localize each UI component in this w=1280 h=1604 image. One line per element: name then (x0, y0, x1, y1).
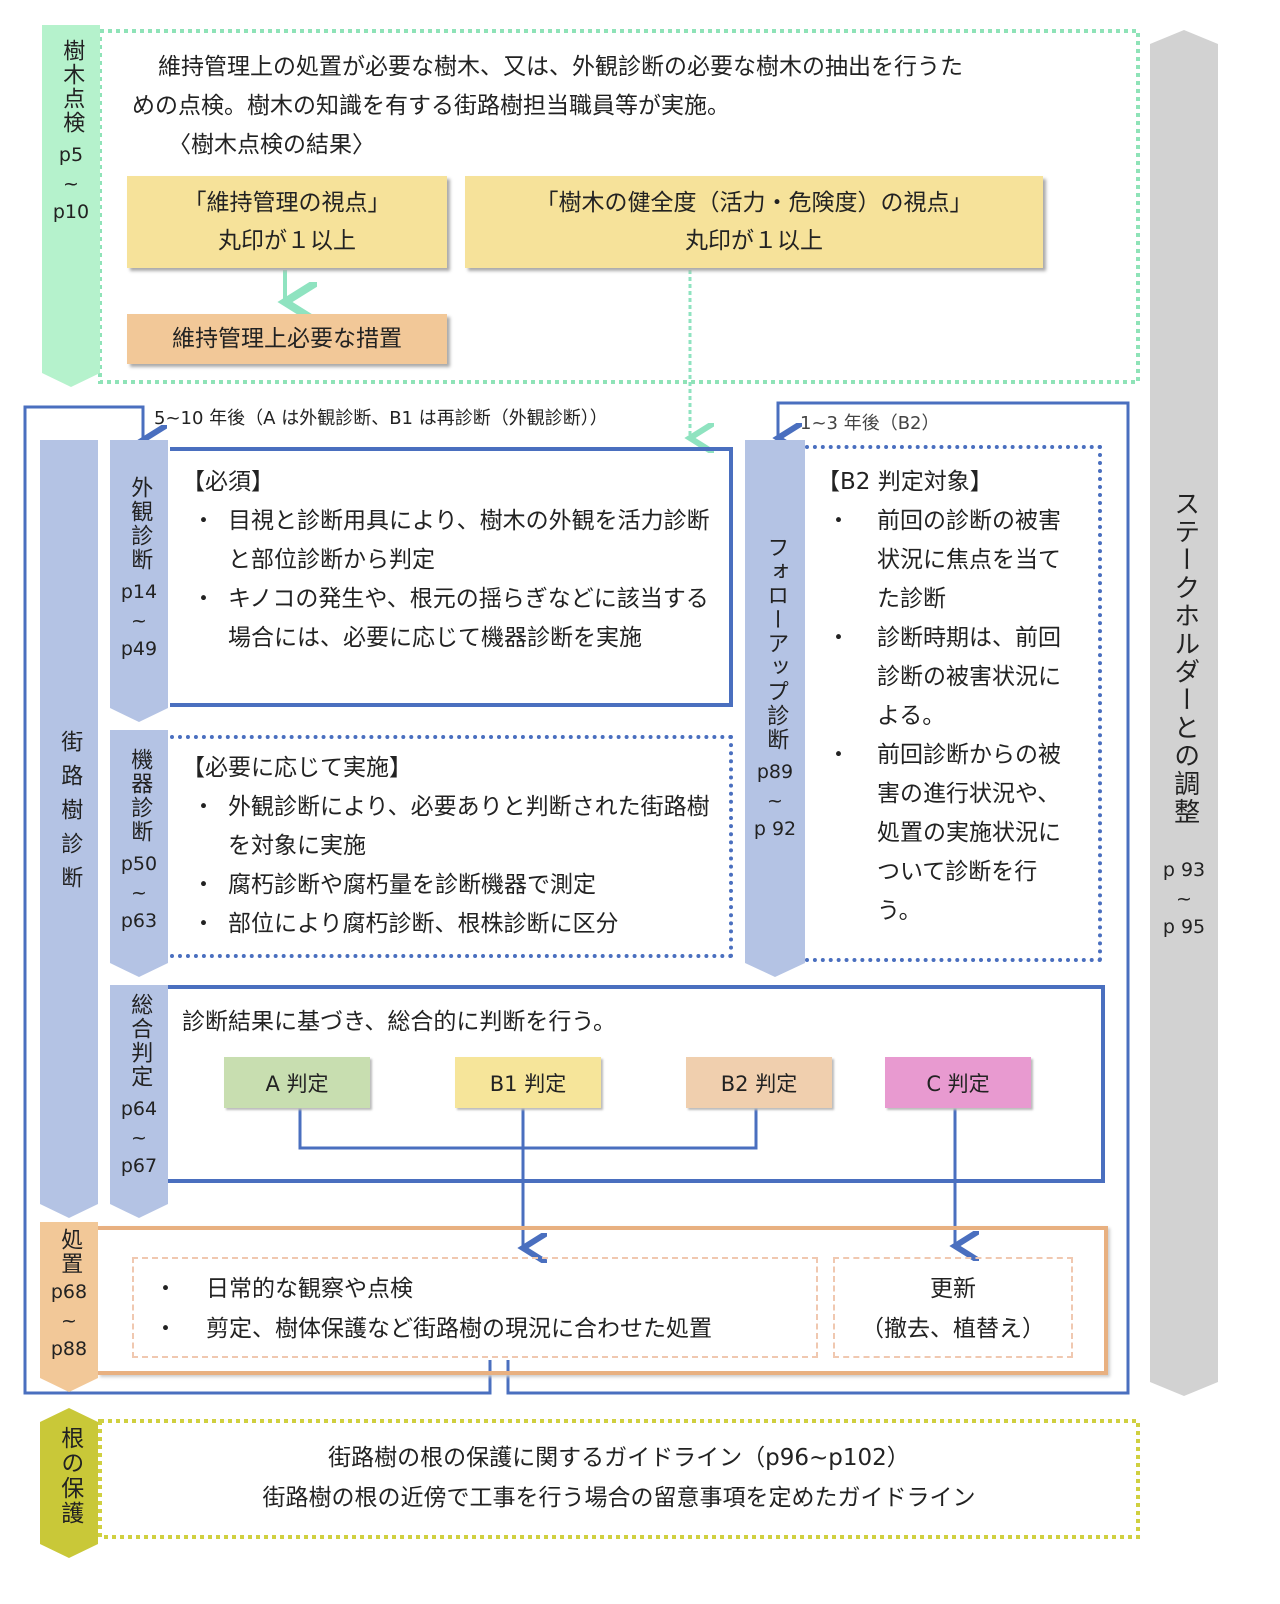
diagnosis-tab: 街路樹診断 (40, 440, 98, 1218)
root-guideline-text: 街路樹の根の保護に関するガイドライン（p96~p102）街路樹の根の近傍で工事を… (262, 1445, 976, 1511)
inspection-intro: 維持管理上の処置が必要な樹木、又は、外観診断の必要な樹木の抽出を行うた めの点検… (132, 54, 963, 158)
list-item: ・前回診断からの被害の進行状況や、処置の実施状況について診断を行う。 (827, 742, 1061, 924)
health-view-box: 「樹木の健全度（活力・危険度）の視点」丸印が１以上 (465, 176, 1043, 268)
judgment-b2: B2 判定 (686, 1057, 832, 1108)
inspection-dotted-frame (98, 29, 1140, 384)
treatment-tab: 処置 p68~p88 (40, 1222, 98, 1392)
treatment-box (98, 1226, 1108, 1375)
list-item: ・キノコの発生や、根元の揺らぎなどに該当する場合には、必要に応じて機器診断を実施 (192, 586, 709, 651)
judgment-a: A 判定 (224, 1057, 370, 1108)
list-item: ・目視と診断用具により、樹木の外観を活力診断と部位診断から判定 (192, 508, 710, 573)
cycle-loop-a (23, 405, 492, 1395)
overall-pages: p64~p67 (120, 1098, 158, 1177)
renewal-box: 更新（撤去、植替え） (833, 1257, 1073, 1358)
overall-box: 診断結果に基づき、総合的に判断を行う。 (168, 985, 1105, 1183)
visual-tab-label: 外観診断 (127, 476, 153, 572)
stakeholder-pages: p 93~p 95 (1162, 859, 1206, 938)
device-tab: 機器診断 p50~p63 (110, 730, 168, 977)
stakeholder-column: ステークホルダーとの調整 p 93~p 95 (1150, 30, 1218, 1396)
inspection-tab-label: 樹木点検 (59, 39, 85, 135)
list-item: ・腐朽診断や腐朽量を診断機器で測定 (192, 872, 596, 898)
followup-tab: フォローアップ診断 p89~p 92 (745, 440, 805, 977)
inspection-pages: p5~p10 (52, 144, 90, 223)
visual-pages: p14~p49 (120, 581, 158, 660)
device-tab-label: 機器診断 (127, 748, 153, 844)
judgment-c: C 判定 (885, 1057, 1031, 1108)
list-item: ・部位により腐朽診断、根株診断に区分 (192, 911, 619, 937)
list-item: ・日常的な観察や点検 (154, 1276, 413, 1302)
judgment-b1: B1 判定 (455, 1057, 601, 1108)
treatment-actions: ・日常的な観察や点検 ・剪定、樹体保護など街路樹の現況に合わせた処置 (132, 1257, 818, 1358)
root-tab-label: 根の保護 (56, 1426, 83, 1526)
overall-tab-label: 総合判定 (127, 993, 153, 1089)
overall-tab: 総合判定 p64~p67 (110, 985, 168, 1218)
device-box: 【必要に応じて実施】 ・外観診断により、必要ありと判断された街路樹を対象に実施 … (170, 735, 733, 958)
root-dotted-frame (98, 1419, 1140, 1539)
cycle-b-label: 1~3 年後（B2） (800, 413, 940, 434)
cycle-loop-b (506, 401, 1130, 1395)
stakeholder-label: ステークホルダーとの調整 (1169, 490, 1200, 826)
treatment-tab-label: 処置 (57, 1228, 83, 1276)
visual-box: 【必須】 ・目視と診断用具により、樹木の外観を活力診断と部位診断から判定 ・キノ… (170, 447, 733, 707)
device-pages: p50~p63 (120, 853, 158, 932)
list-item: ・剪定、樹体保護など街路樹の現況に合わせた処置 (154, 1316, 712, 1342)
diagnosis-tab-label: 街路樹診断 (57, 730, 83, 900)
followup-box: 【B2 判定対象】 ・前回の診断の被害状況に焦点を当てた診断 ・診断時期は、前回… (805, 445, 1102, 962)
maintenance-view-box: 「維持管理の視点」丸印が１以上 (127, 176, 447, 268)
cycle-a-label: 5~10 年後（A は外観診断、B1 は再診断（外観診断）） (154, 408, 608, 429)
treatment-pages: p68~p88 (50, 1281, 88, 1360)
inspection-tab: 樹木点検 p5~p10 (42, 25, 100, 387)
followup-tab-label: フォローアップ診断 (763, 536, 789, 752)
list-item: ・前回の診断の被害状況に焦点を当てた診断 (827, 508, 1061, 612)
list-item: ・診断時期は、前回診断の被害状況による。 (827, 625, 1061, 729)
root-tab: 根の保護 (40, 1408, 98, 1558)
judge-join-line (298, 1108, 758, 1150)
list-item: ・外観診断により、必要ありと判断された街路樹を対象に実施 (192, 794, 710, 859)
followup-pages: p89~p 92 (753, 761, 797, 840)
maintenance-measure-box: 維持管理上必要な措置 (127, 314, 447, 364)
visual-tab: 外観診断 p14~p49 (110, 440, 168, 722)
